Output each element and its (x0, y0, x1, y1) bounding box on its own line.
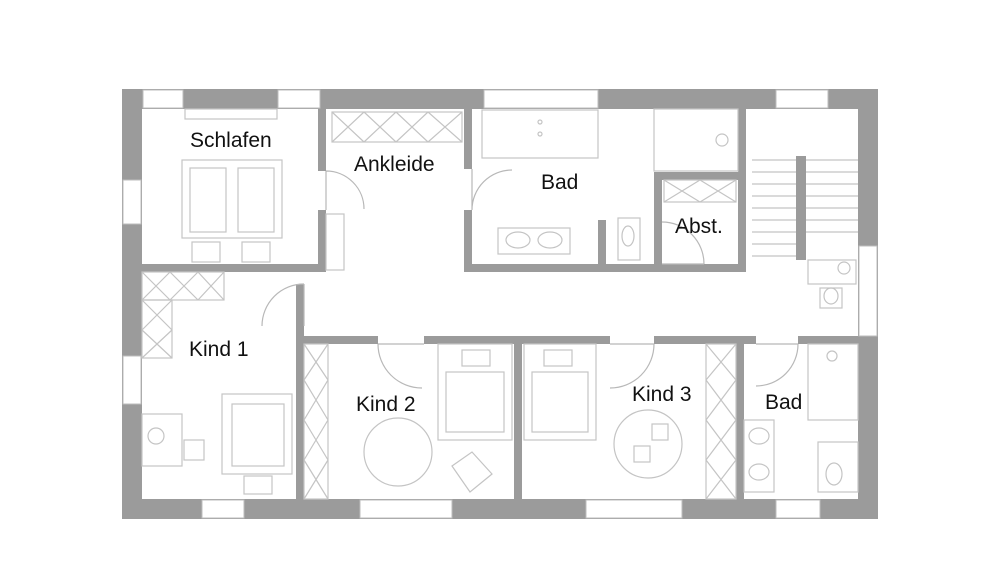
doors (261, 169, 799, 389)
windows (122, 89, 878, 519)
room-label-kind-3: Kind 3 (632, 383, 692, 406)
fixtures (141, 108, 859, 500)
interior-walls (142, 109, 858, 499)
outer-walls (122, 89, 878, 519)
room-label-bad-small: Bad (765, 391, 802, 414)
room-label-kind-1: Kind 1 (189, 338, 249, 361)
room-labels: Schlafen Ankleide Bad Abst. Kind 1 Kind … (189, 129, 802, 416)
room-label-bad-main: Bad (541, 171, 578, 194)
room-label-schlafen: Schlafen (190, 129, 272, 152)
room-label-ankleide: Ankleide (354, 153, 435, 176)
room-label-kind-2: Kind 2 (356, 393, 416, 416)
room-label-abst: Abst. (675, 215, 723, 238)
